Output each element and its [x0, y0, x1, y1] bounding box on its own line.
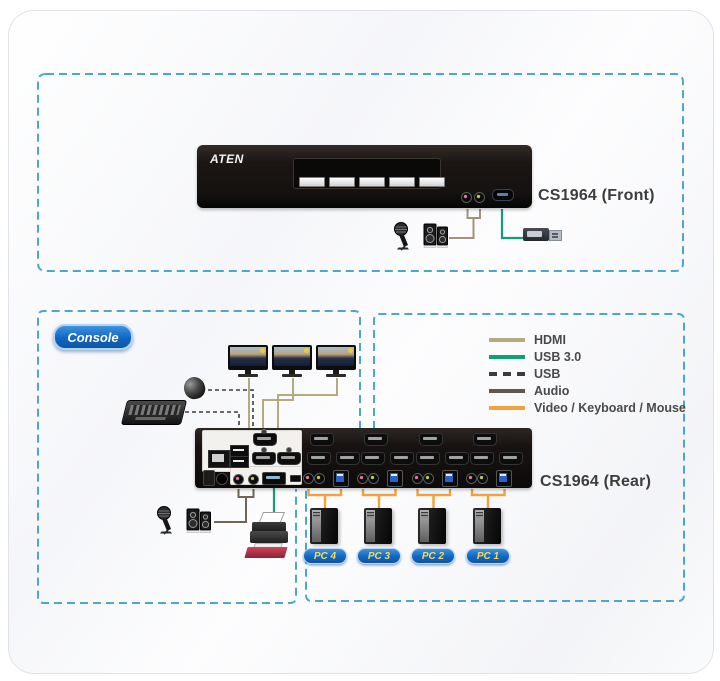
pc4-badge: PC 4 [303, 548, 347, 564]
pc-tower-icon-2 [418, 508, 446, 544]
pc3-speaker-jack [368, 473, 379, 484]
pc3-badge: PC 3 [357, 548, 401, 564]
pc4-speaker-jack [314, 473, 325, 484]
pc4-mic-jack [303, 473, 314, 484]
pc2-badge: PC 2 [411, 548, 455, 564]
vkm-cable-pc4 [307, 489, 343, 509]
speakers-icon [186, 507, 212, 533]
pc2-usb3-port [442, 470, 458, 487]
pc3-hdmi-port-1 [364, 433, 388, 446]
rj45-port [208, 450, 230, 468]
pc2-hdmi-port-3 [445, 452, 469, 465]
legend-row-vkm: Video / Keyboard / Mouse [489, 399, 686, 416]
port-button-2 [329, 177, 355, 187]
console-mic-jack [233, 474, 244, 485]
pc2-mic-jack [412, 473, 423, 484]
pc4-hdmi-port-3 [336, 452, 360, 465]
pc2-speaker-jack [423, 473, 434, 484]
legend-row-hdmi: HDMI [489, 331, 686, 348]
hdmi-cable-monitor-2 [262, 378, 294, 434]
hdmi-cable-monitor-3 [277, 378, 338, 434]
console-hdmi-port-2 [252, 452, 276, 465]
pc4-hdmi-port-1 [310, 433, 334, 446]
port-button-5 [419, 177, 445, 187]
console-badge: Console [53, 324, 133, 350]
monitor-icon-3 [316, 345, 356, 377]
pc1-badge: PC 1 [466, 548, 510, 564]
console-hdmi-port-3 [277, 452, 301, 465]
vkm-cable-pc3 [361, 489, 397, 509]
pc1-mic-jack [466, 473, 477, 484]
pc-tower-icon-1 [473, 508, 501, 544]
dc-power-jack [216, 473, 228, 485]
pc1-speaker-jack [477, 473, 488, 484]
pc2-hdmi-port-2 [416, 452, 440, 465]
console-speaker-jack [248, 474, 259, 485]
microphone-icon [154, 505, 180, 535]
console-usb-port-1 [230, 445, 249, 457]
pc3-hdmi-port-2 [361, 452, 385, 465]
legend-row-usb: USB [489, 365, 686, 382]
kvm-rear-device [195, 428, 532, 488]
rear-view-label: CS1964 (Rear) [540, 473, 652, 490]
printer-icon [244, 512, 292, 560]
rear-small-port [290, 475, 301, 482]
console-usb3-peripheral-port [262, 472, 286, 485]
pc4-hdmi-port-2 [307, 452, 331, 465]
front-mic-jack [461, 192, 472, 203]
vkm-cable-pc2 [416, 489, 452, 509]
vkm-cable-pc1 [470, 489, 506, 509]
front-speaker-jack [474, 192, 485, 203]
pc1-hdmi-port-3 [499, 452, 523, 465]
port-button-3 [359, 177, 385, 187]
usb-drive-icon [523, 226, 563, 244]
front-audio-cable [449, 209, 481, 239]
monitor-icon-1 [228, 345, 268, 377]
pc-tower-icon-3 [364, 508, 392, 544]
usb-line-swatch [489, 371, 525, 376]
pc1-hdmi-port-2 [470, 452, 494, 465]
front-view-label: CS1964 (Front) [538, 187, 655, 204]
vkm-line-swatch [489, 405, 525, 410]
legend-row-audio: Audio [489, 382, 686, 399]
console-hdmi-port-1 [253, 433, 277, 446]
front-buttons [299, 177, 445, 187]
port-button-1 [299, 177, 325, 187]
pc1-usb3-port [496, 470, 512, 487]
usb3-line-swatch [489, 354, 525, 359]
monitor-icon-2 [272, 345, 312, 377]
pc2-hdmi-port-1 [419, 433, 443, 446]
speakers-icon [423, 222, 449, 248]
front-usb3-port [492, 189, 514, 201]
pc-tower-icon-4 [310, 508, 338, 544]
pc1-hdmi-port-1 [473, 433, 497, 446]
console-usb-port-2 [230, 456, 249, 468]
front-usb3-cable [500, 209, 524, 240]
pc4-usb3-port [333, 470, 349, 487]
power-switch [203, 470, 215, 486]
port-button-4 [389, 177, 415, 187]
audio-line-swatch [489, 388, 525, 393]
legend-row-usb3: USB 3.0 [489, 348, 686, 365]
pc3-mic-jack [357, 473, 368, 484]
keyboard-icon [120, 400, 188, 425]
pc3-hdmi-port-3 [390, 452, 414, 465]
aten-logo: ATEN [210, 152, 244, 166]
console-badge-label: Console [67, 329, 119, 345]
pc3-usb3-port [387, 470, 403, 487]
microphone-icon [391, 221, 417, 251]
kvm-front-device: ATEN [197, 145, 532, 208]
hdmi-line-swatch [489, 337, 525, 342]
cable-legend: HDMI USB 3.0 USB Audio Video / Keyboard … [489, 331, 686, 416]
port-selection-button-panel [293, 158, 445, 189]
